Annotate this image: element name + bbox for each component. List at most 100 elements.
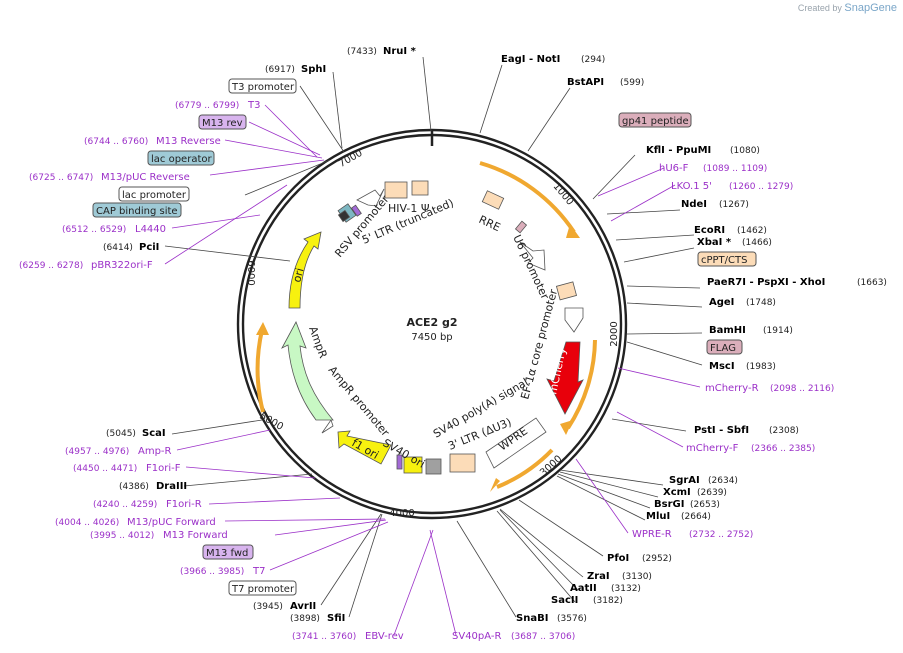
- m13-rev-box: [198, 114, 247, 130]
- pos-pfoi: (2952): [642, 554, 672, 564]
- pos-sfii: (3898): [290, 614, 320, 624]
- enzyme-bamhi: BamHI: [709, 325, 746, 336]
- pos-mcherry-f: (2366 .. 2385): [751, 444, 815, 454]
- pos-zrai: (3130): [622, 572, 652, 582]
- pos-f1ori-f: (4450 .. 4471): [73, 464, 137, 474]
- enzyme-psti-sbfi: PstI - SbfI: [694, 425, 749, 436]
- enzyme-zrai: ZraI: [587, 571, 610, 582]
- gp41-peptide-box: [618, 112, 692, 128]
- pos-xbai: (1466): [742, 238, 772, 248]
- orf-arrowheads: [256, 224, 580, 492]
- lac-promoter-box: [118, 186, 190, 202]
- enzyme-xhoi: PaeR7I - PspXI - XhoI: [707, 277, 825, 288]
- pos-xhoi: (1663): [857, 278, 887, 288]
- tick-2000: 2000: [609, 321, 620, 346]
- pos-mcherry-r: (2098 .. 2116): [770, 384, 834, 394]
- primer-sv40pa-r: SV40pA-R: [452, 631, 501, 642]
- pos-m13-forward: (3995 .. 4012): [90, 531, 154, 541]
- pos-draiii: (4386): [119, 482, 149, 492]
- snapgene-watermark: Created by SnapGene: [798, 2, 897, 14]
- pos-l4440: (6512 .. 6529): [62, 225, 126, 235]
- enzyme-eagi-noti: EagI - NotI: [501, 54, 560, 65]
- enzyme-mlui: MluI: [646, 511, 670, 522]
- feature-flag: FLAG: [710, 343, 736, 354]
- enzyme-sacii: SacII: [551, 595, 578, 606]
- tick-1000: 1000: [551, 181, 576, 208]
- pos-kfli-ppumi: (1080): [730, 146, 760, 156]
- enzyme-agei: AgeI: [709, 297, 734, 308]
- pos-nrui: (7433): [347, 47, 377, 57]
- pos-scai: (5045): [106, 429, 136, 439]
- primer-mcherry-r: mCherry-R: [705, 383, 759, 394]
- pos-m13puc-reverse: (6725 .. 6747): [29, 173, 93, 183]
- enzyme-bstapi: BstAPI: [567, 77, 604, 88]
- plasmid-size: 7450 bp: [411, 332, 452, 343]
- pos-t3: (6779 .. 6799): [175, 101, 239, 111]
- pos-wpre-r: (2732 .. 2752): [689, 530, 753, 540]
- m13-fwd-box: [202, 544, 254, 560]
- primer-t3: T3: [247, 100, 260, 111]
- outer-labels: (7433) NruI * (6917) SphI T3 promoter (6…: [19, 46, 887, 642]
- feature-rre: RRE: [477, 213, 503, 234]
- pos-aatii: (3132): [611, 584, 641, 594]
- primer-hu6-f: hU6-F: [659, 163, 689, 174]
- enzyme-aatii: AatII: [570, 583, 597, 594]
- primer-m13puc-forward: M13/pUC Forward: [127, 517, 216, 528]
- enzyme-xcmi: XcmI: [663, 487, 691, 498]
- enzyme-msci: MscI: [709, 361, 735, 372]
- pos-ebv-rev: (3741 .. 3760): [292, 632, 356, 642]
- enzyme-sgrai: SgrAI: [669, 475, 700, 486]
- pos-sacii: (3182): [593, 596, 623, 606]
- pos-f1ori-r: (4240 .. 4259): [93, 500, 157, 510]
- pos-sphi: (6917): [265, 65, 295, 75]
- pos-m13-reverse: (6744 .. 6760): [84, 137, 148, 147]
- primer-t7: T7: [252, 566, 265, 577]
- pos-sv40pa-r: (3687 .. 3706): [511, 632, 575, 642]
- feature-t7-promoter: T7 promoter: [231, 584, 295, 595]
- lac-operator-box: [147, 150, 215, 166]
- enzyme-nrui: NruI *: [383, 46, 417, 57]
- pos-eagi-noti: (294): [581, 55, 605, 65]
- cap-binding-box: [92, 202, 182, 218]
- feature-lac-operator: lac operator: [151, 154, 212, 165]
- primer-m13-reverse: M13 Reverse: [156, 136, 221, 147]
- pos-psti-sbfi: (2308): [769, 426, 799, 436]
- enzyme-scai: ScaI: [142, 428, 166, 439]
- primer-mcherry-f: mCherry-F: [686, 443, 739, 454]
- feature-hiv1-psi: HIV-1 Ψ: [388, 202, 430, 215]
- feature-cap-binding-site: CAP binding site: [96, 206, 178, 217]
- pos-pbr322ori-f: (6259 .. 6278): [19, 261, 83, 271]
- primer-ebv-rev: EBV-rev: [365, 631, 404, 642]
- feature-lac-promoter: lac promoter: [122, 190, 187, 201]
- pos-lko1: (1260 .. 1279): [729, 182, 793, 192]
- feature-cppt-cts: cPPT/CTS: [701, 255, 747, 266]
- enzyme-xbai: XbaI *: [697, 237, 732, 248]
- inner-features: [281, 180, 584, 475]
- feature-u6-promoter: U6 promoter: [510, 233, 551, 302]
- pos-bsrgi: (2653): [690, 500, 720, 510]
- flag-box: [706, 339, 743, 355]
- pos-msci: (1983): [746, 362, 776, 372]
- pos-avrii: (3945): [253, 602, 283, 612]
- primer-l4440: L4440: [135, 224, 166, 235]
- pos-pcii: (6414): [103, 243, 133, 253]
- enzyme-kfli-ppumi: KflI - PpuMI: [646, 145, 711, 156]
- tick-7000: 7000: [337, 148, 365, 170]
- connector-lines: [164, 56, 703, 636]
- feature-t3-promoter: T3 promoter: [231, 82, 295, 93]
- primer-lko1: LKO.1 5': [671, 181, 712, 192]
- pos-sgrai: (2634): [708, 476, 738, 486]
- pos-m13puc-forward: (4004 .. 4026): [55, 518, 119, 528]
- feature-ampr: AmpR: [306, 325, 330, 361]
- primer-m13-fwd: M13 fwd: [206, 548, 248, 559]
- enzyme-avrii: AvrII: [290, 601, 316, 612]
- t3-promoter-box: [228, 78, 297, 94]
- enzyme-sfii: SfiI: [327, 613, 345, 624]
- enzyme-pfoi: PfoI: [607, 553, 629, 564]
- tick-5000: 5000: [257, 411, 285, 433]
- pos-snabi: (3576): [557, 614, 587, 624]
- pos-t7: (3966 .. 3985): [180, 567, 244, 577]
- feature-gp41-peptide: gp41 peptide: [622, 116, 689, 127]
